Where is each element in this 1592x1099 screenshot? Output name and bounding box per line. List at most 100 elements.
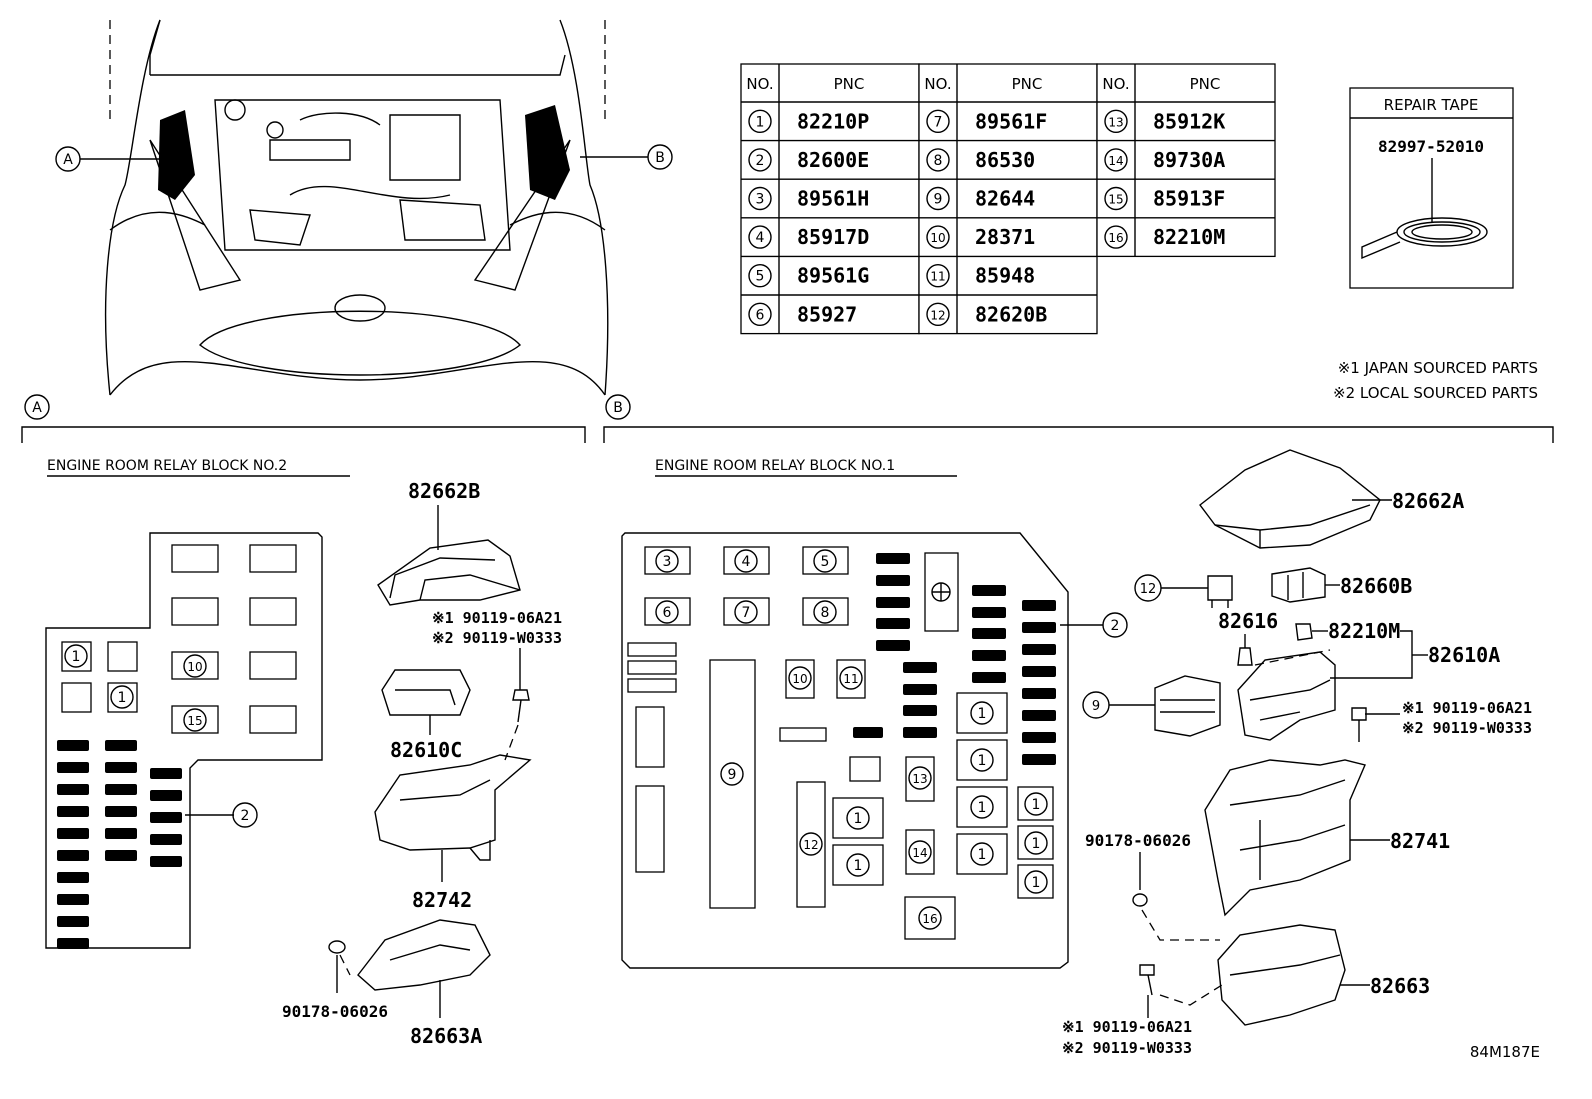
part-82616-label: 82616: [1218, 609, 1278, 633]
fuse: [57, 784, 89, 795]
table-row-no: 14: [1104, 148, 1128, 172]
svg-text:6: 6: [756, 307, 765, 323]
relay-slot: [904, 896, 956, 940]
fuse: [57, 894, 89, 905]
table-row-pnc: 82210P: [797, 109, 869, 133]
table-row-no: 10: [926, 225, 950, 249]
relay-slot: [836, 659, 866, 699]
fuse-slot: [779, 727, 827, 742]
svg-text:2: 2: [241, 808, 250, 824]
clip-b-icon: [1132, 893, 1148, 907]
part-82662a-label: 82662A: [1392, 489, 1464, 513]
block-b-label-13: 13: [908, 766, 932, 790]
repair-tape-box: REPAIR TAPE 82997-52010: [1349, 87, 1514, 289]
svg-text:16: 16: [1108, 231, 1123, 245]
part-82663a-label: 82663A: [410, 1024, 482, 1048]
relay-slot: [956, 739, 1008, 781]
svg-text:9: 9: [1092, 699, 1100, 714]
fuse: [150, 812, 182, 823]
fuse: [853, 727, 883, 738]
note-japan-sourced: ※1 JAPAN SOURCED PARTS: [1338, 359, 1538, 377]
fuse: [876, 553, 910, 564]
fuse: [972, 650, 1006, 661]
lower-82663-drawing: [1217, 924, 1346, 1026]
fuse: [150, 856, 182, 867]
svg-text:7: 7: [934, 114, 943, 130]
svg-text:B: B: [655, 150, 665, 166]
table-row-no: 16: [1104, 225, 1128, 249]
fuse: [57, 938, 89, 949]
block-a-label-1: 1: [64, 644, 88, 668]
relay-slot: [249, 705, 297, 734]
car-overview: [104, 19, 609, 396]
table-row-no: 12: [926, 302, 950, 326]
svg-text:9: 9: [728, 767, 737, 783]
bolt-r-japan: ※1 90119-06A21: [1402, 699, 1532, 717]
svg-text:12: 12: [930, 308, 945, 322]
svg-text:13: 13: [1108, 115, 1123, 129]
fuse: [105, 806, 137, 817]
svg-text:10: 10: [792, 672, 807, 686]
clip-a-icon: [328, 940, 346, 954]
fuse: [972, 585, 1006, 596]
relay-slot: [802, 597, 849, 626]
svg-text:7: 7: [742, 605, 751, 621]
note-local-sourced: ※2 LOCAL SOURCED PARTS: [1333, 384, 1538, 402]
svg-text:11: 11: [930, 270, 945, 284]
fuse: [876, 597, 910, 608]
table-row-no: 1: [748, 109, 772, 134]
fuse-slot: [635, 706, 665, 768]
relay-slot: [171, 544, 219, 573]
table-header-pnc: PNC: [1190, 75, 1221, 93]
table-row-pnc: 85927: [797, 302, 857, 326]
fuse: [1022, 688, 1056, 699]
relay-9-slot: [709, 659, 756, 909]
block-b-label-10: 10: [788, 666, 812, 690]
block-a-label-1: 1: [110, 685, 134, 709]
fuse: [57, 740, 89, 751]
block-b-label-1: 1: [970, 842, 994, 866]
relay-slot: [796, 781, 826, 908]
relay-slot: [171, 705, 219, 734]
block-b-relay-label: 7: [734, 600, 758, 624]
svg-text:1: 1: [978, 847, 987, 863]
svg-text:4: 4: [756, 230, 765, 246]
relay-slot: [61, 641, 92, 672]
bracket-82610a-drawing: [1237, 649, 1336, 741]
relay-slot: [905, 829, 935, 875]
fuse: [972, 628, 1006, 639]
block-b-relay-label: 6: [655, 600, 679, 624]
block-b-relay-label: 3: [655, 549, 679, 573]
svg-text:1: 1: [756, 114, 765, 130]
table-row-no: 7: [926, 109, 950, 134]
block-b-label-1: 1: [1024, 792, 1048, 816]
part-82741-label: 82741: [1390, 829, 1450, 853]
part-90178-a-label: 90178-06026: [282, 1002, 388, 1021]
relay-slot: [249, 597, 297, 626]
figure-code: 84M187E: [1470, 1043, 1540, 1061]
relay-slot: [905, 756, 935, 802]
fuse: [972, 607, 1006, 618]
fuse: [57, 916, 89, 927]
relay-slot: [249, 544, 297, 573]
relay-slot: [723, 597, 770, 626]
fuse: [1022, 754, 1056, 765]
svg-text:1: 1: [978, 706, 987, 722]
block-b-label-14: 14: [908, 840, 932, 864]
relay-slot: [802, 546, 849, 575]
table-row-pnc: 86530: [975, 148, 1035, 172]
part-82662b-label: 82662B: [408, 479, 480, 503]
part-82610c-label: 82610C: [390, 738, 462, 762]
svg-text:3: 3: [756, 192, 765, 208]
table-row-pnc: 89561G: [797, 264, 869, 288]
fuse: [903, 705, 937, 716]
repair-tape-part: 82997-52010: [1378, 137, 1484, 156]
relay-slot: [723, 546, 770, 575]
svg-text:1: 1: [854, 811, 863, 827]
block-b-label-1: 1: [1024, 870, 1048, 894]
block-a-label-10: 10: [183, 654, 207, 678]
relay-slot: [107, 641, 138, 672]
block-b-label-1: 1: [970, 748, 994, 772]
svg-text:1: 1: [978, 800, 987, 816]
relay-slot: [107, 682, 138, 713]
